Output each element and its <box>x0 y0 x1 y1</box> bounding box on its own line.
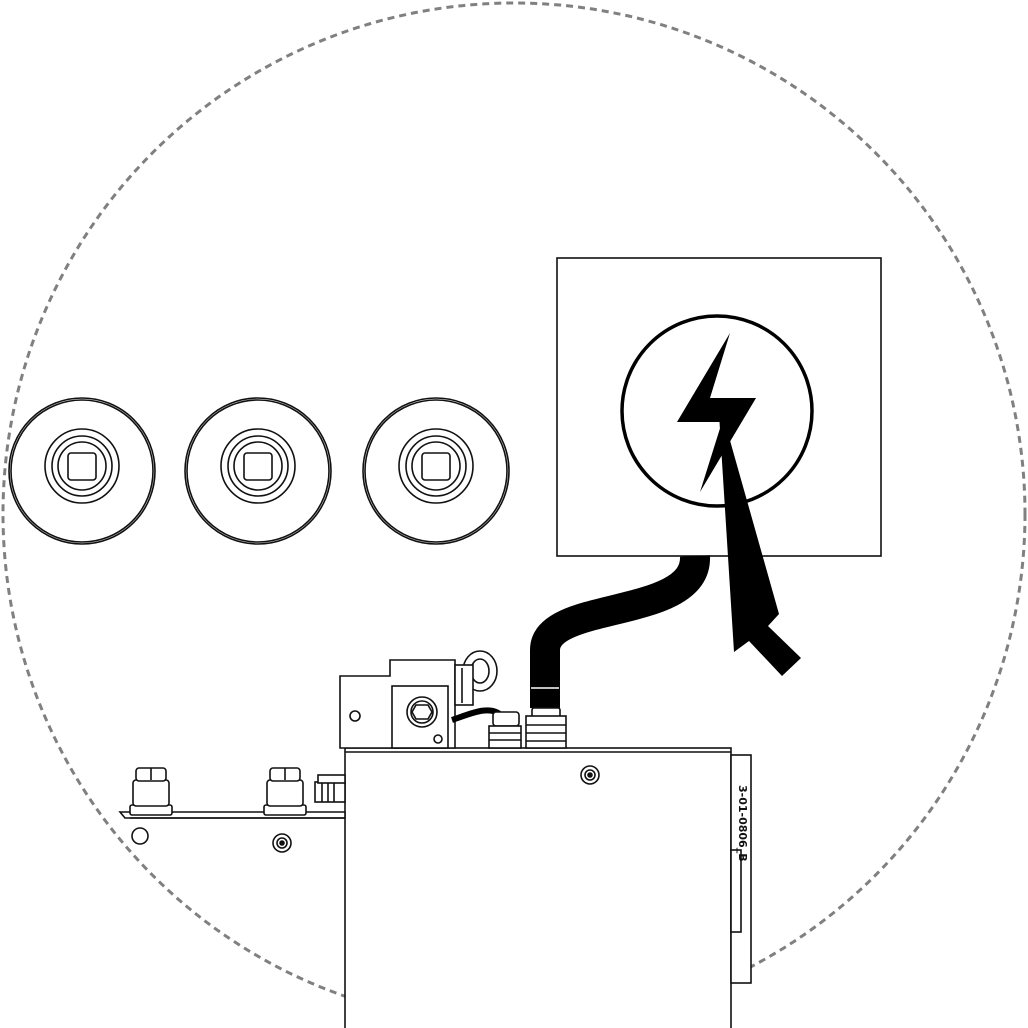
washer-right <box>362 397 510 545</box>
power-cable <box>530 554 710 708</box>
ring-terminal <box>454 650 498 706</box>
hex-nut-left <box>129 767 173 816</box>
washer-left <box>8 397 156 545</box>
side-threaded-fitting <box>314 774 346 803</box>
bracket-assembly <box>339 659 456 749</box>
mounting-plate <box>118 811 346 853</box>
large-cable-gland <box>525 707 567 749</box>
device-housing <box>344 747 752 1028</box>
small-cable-gland <box>488 711 522 749</box>
part-number-label: 3-01-0806_B <box>736 785 749 862</box>
washer-middle <box>184 397 332 545</box>
arrow-mark <box>718 398 801 676</box>
hex-nut-right <box>263 767 307 816</box>
lightning-bolt-icon <box>677 333 756 492</box>
